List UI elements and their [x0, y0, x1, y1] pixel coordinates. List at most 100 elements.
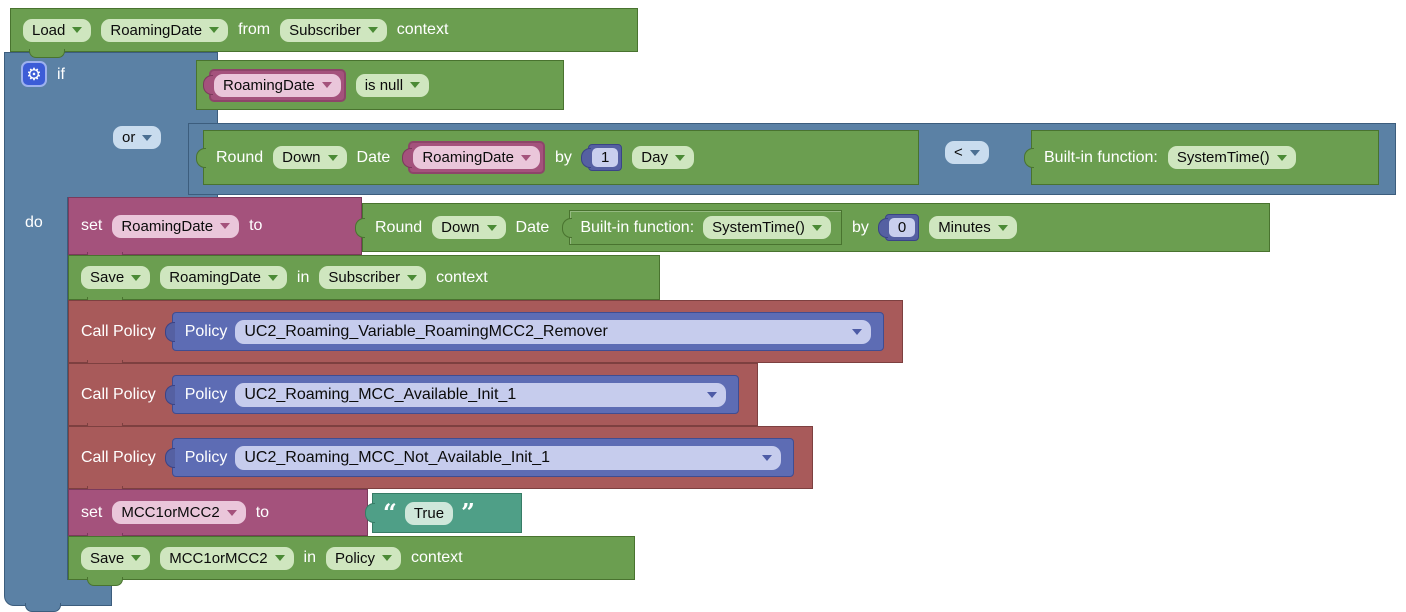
round-mode-dropdown[interactable]: Down — [273, 146, 347, 169]
call-policy-block[interactable]: Call Policy Policy UC2_Roaming_Variable_… — [68, 300, 903, 369]
policy-value-block[interactable]: Policy UC2_Roaming_MCC_Not_Available_Ini… — [164, 438, 794, 477]
load-action-value: Load — [32, 21, 66, 39]
round-date-block[interactable]: Round Down Date RoamingDate by 1 Day — [196, 130, 919, 185]
save-context-dropdown[interactable]: Policy — [326, 546, 402, 570]
save-action-dropdown[interactable]: Save — [81, 546, 151, 570]
unit-dropdown[interactable]: Minutes — [929, 216, 1017, 239]
is-null-condition-block[interactable]: RoamingDate is null — [196, 60, 564, 110]
call-policy-label: Call Policy — [81, 322, 156, 340]
load-context-dropdown[interactable]: Subscriber — [280, 18, 387, 42]
builtin-function-block[interactable]: Built-in function: SystemTime() — [562, 210, 842, 245]
variable-name: RoamingDate — [422, 149, 515, 166]
call-policy-label: Call Policy — [81, 448, 156, 466]
save-variable-value: RoamingDate — [169, 269, 261, 286]
builtin-function-dropdown[interactable]: SystemTime() — [1167, 146, 1296, 169]
chevron-down-icon — [274, 555, 285, 561]
unit-dropdown[interactable]: Day — [632, 146, 694, 169]
number-value-block[interactable]: 0 — [877, 214, 920, 241]
chevron-down-icon — [209, 27, 220, 33]
set-variable-value: RoamingDate — [121, 217, 214, 235]
set-variable-block[interactable]: set RoamingDate to — [68, 197, 362, 261]
set-variable-dropdown[interactable]: RoamingDate — [112, 214, 240, 238]
call-policy-block[interactable]: Call Policy Policy UC2_Roaming_MCC_Not_A… — [68, 426, 813, 495]
save-variable-block[interactable]: Save MCC1orMCC2 in Policy context — [68, 536, 635, 586]
close-quote-icon: ” — [461, 498, 475, 528]
puzzle-tab — [203, 75, 213, 95]
chevron-down-icon — [762, 454, 772, 461]
variable-dropdown[interactable]: RoamingDate — [214, 73, 341, 97]
save-context-dropdown[interactable]: Subscriber — [319, 266, 427, 289]
if-block-header[interactable]: ⚙ if or — [4, 52, 218, 197]
puzzle-tab — [877, 217, 888, 238]
policy-name-dropdown[interactable]: UC2_Roaming_Variable_RoamingMCC2_Remover — [235, 319, 871, 344]
builtin-function-value: SystemTime() — [1176, 149, 1270, 166]
puzzle-tab — [402, 147, 413, 168]
builtin-function-block[interactable]: Built-in function: SystemTime() — [1024, 130, 1379, 185]
puzzle-tab — [164, 384, 175, 405]
or-operator-dropdown[interactable]: or — [113, 126, 162, 149]
context-label: context — [396, 21, 449, 38]
policy-name-value: UC2_Roaming_MCC_Available_Init_1 — [244, 385, 517, 403]
or-operator-value: or — [122, 129, 136, 146]
do-label: do — [25, 214, 43, 231]
set-variable-dropdown[interactable]: MCC1orMCC2 — [112, 501, 246, 524]
load-variable-dropdown[interactable]: RoamingDate — [101, 18, 229, 42]
builtin-function-dropdown[interactable]: SystemTime() — [703, 216, 831, 239]
call-policy-block[interactable]: Call Policy Policy UC2_Roaming_MCC_Avail… — [68, 363, 758, 432]
save-action-dropdown[interactable]: Save — [81, 266, 151, 289]
load-variable-block[interactable]: Load RoamingDate from Subscriber context — [10, 8, 638, 58]
policy-name-value: UC2_Roaming_Variable_RoamingMCC2_Remover — [244, 322, 608, 340]
null-check-operator-dropdown[interactable]: is null — [355, 73, 430, 97]
round-date-value-block[interactable]: Round Down Date Built-in function: Syste… — [355, 203, 1270, 252]
comparator-dropdown[interactable]: < — [945, 141, 989, 164]
builtin-function-label: Built-in function: — [580, 218, 695, 236]
builtin-function-value: SystemTime() — [712, 219, 805, 236]
variable-dropdown[interactable]: RoamingDate — [413, 146, 541, 169]
string-value-input[interactable]: True — [404, 501, 454, 525]
context-label: context — [411, 549, 463, 566]
number-value-block[interactable]: 1 — [580, 144, 623, 171]
puzzle-tab — [365, 503, 375, 523]
connector-tab — [87, 577, 123, 586]
set-variable-block[interactable]: set MCC1orMCC2 to — [68, 489, 368, 542]
policy-name-dropdown[interactable]: UC2_Roaming_MCC_Available_Init_1 — [235, 382, 726, 407]
chevron-down-icon — [131, 555, 142, 561]
open-quote-icon: “ — [383, 498, 397, 528]
chevron-down-icon — [811, 224, 822, 231]
number-input[interactable]: 1 — [591, 148, 619, 167]
chevron-down-icon — [674, 154, 685, 161]
save-action-value: Save — [90, 269, 125, 286]
chevron-down-icon — [707, 391, 717, 398]
policy-label: Policy — [184, 322, 228, 340]
load-action-dropdown[interactable]: Load — [23, 18, 92, 42]
save-variable-dropdown[interactable]: RoamingDate — [160, 266, 287, 289]
policy-value-block[interactable]: Policy UC2_Roaming_MCC_Available_Init_1 — [164, 375, 739, 414]
save-variable-block[interactable]: Save RoamingDate in Subscriber context — [68, 255, 660, 306]
call-policy-label: Call Policy — [81, 385, 156, 403]
policy-name-dropdown[interactable]: UC2_Roaming_MCC_Not_Available_Init_1 — [235, 445, 781, 470]
by-label: by — [851, 218, 869, 236]
policy-label: Policy — [184, 448, 228, 466]
string-literal-block[interactable]: “ True ” — [365, 493, 522, 533]
number-input[interactable]: 0 — [888, 218, 916, 237]
variable-value-block[interactable]: RoamingDate — [402, 141, 546, 174]
policy-value-block[interactable]: Policy UC2_Roaming_Variable_RoamingMCC2_… — [164, 312, 884, 351]
from-label: from — [238, 21, 271, 38]
comparator-value: < — [954, 144, 963, 161]
variable-value-block[interactable]: RoamingDate — [203, 68, 346, 102]
comparison-block[interactable]: Round Down Date RoamingDate by 1 Day — [188, 123, 1396, 195]
in-label: in — [303, 549, 316, 566]
set-label: set — [81, 503, 103, 521]
gear-mutator-icon[interactable]: ⚙ — [21, 61, 47, 87]
save-variable-dropdown[interactable]: MCC1orMCC2 — [160, 546, 294, 570]
if-block-do-spine[interactable]: do — [4, 197, 68, 580]
puzzle-tab — [164, 321, 175, 342]
chevron-down-icon — [407, 274, 418, 281]
connector-tab — [25, 603, 61, 612]
chevron-down-icon — [267, 274, 278, 281]
round-mode-dropdown[interactable]: Down — [432, 216, 506, 239]
chevron-down-icon — [382, 555, 393, 561]
builtin-function-label: Built-in function: — [1044, 148, 1158, 166]
round-label: Round — [375, 218, 423, 236]
